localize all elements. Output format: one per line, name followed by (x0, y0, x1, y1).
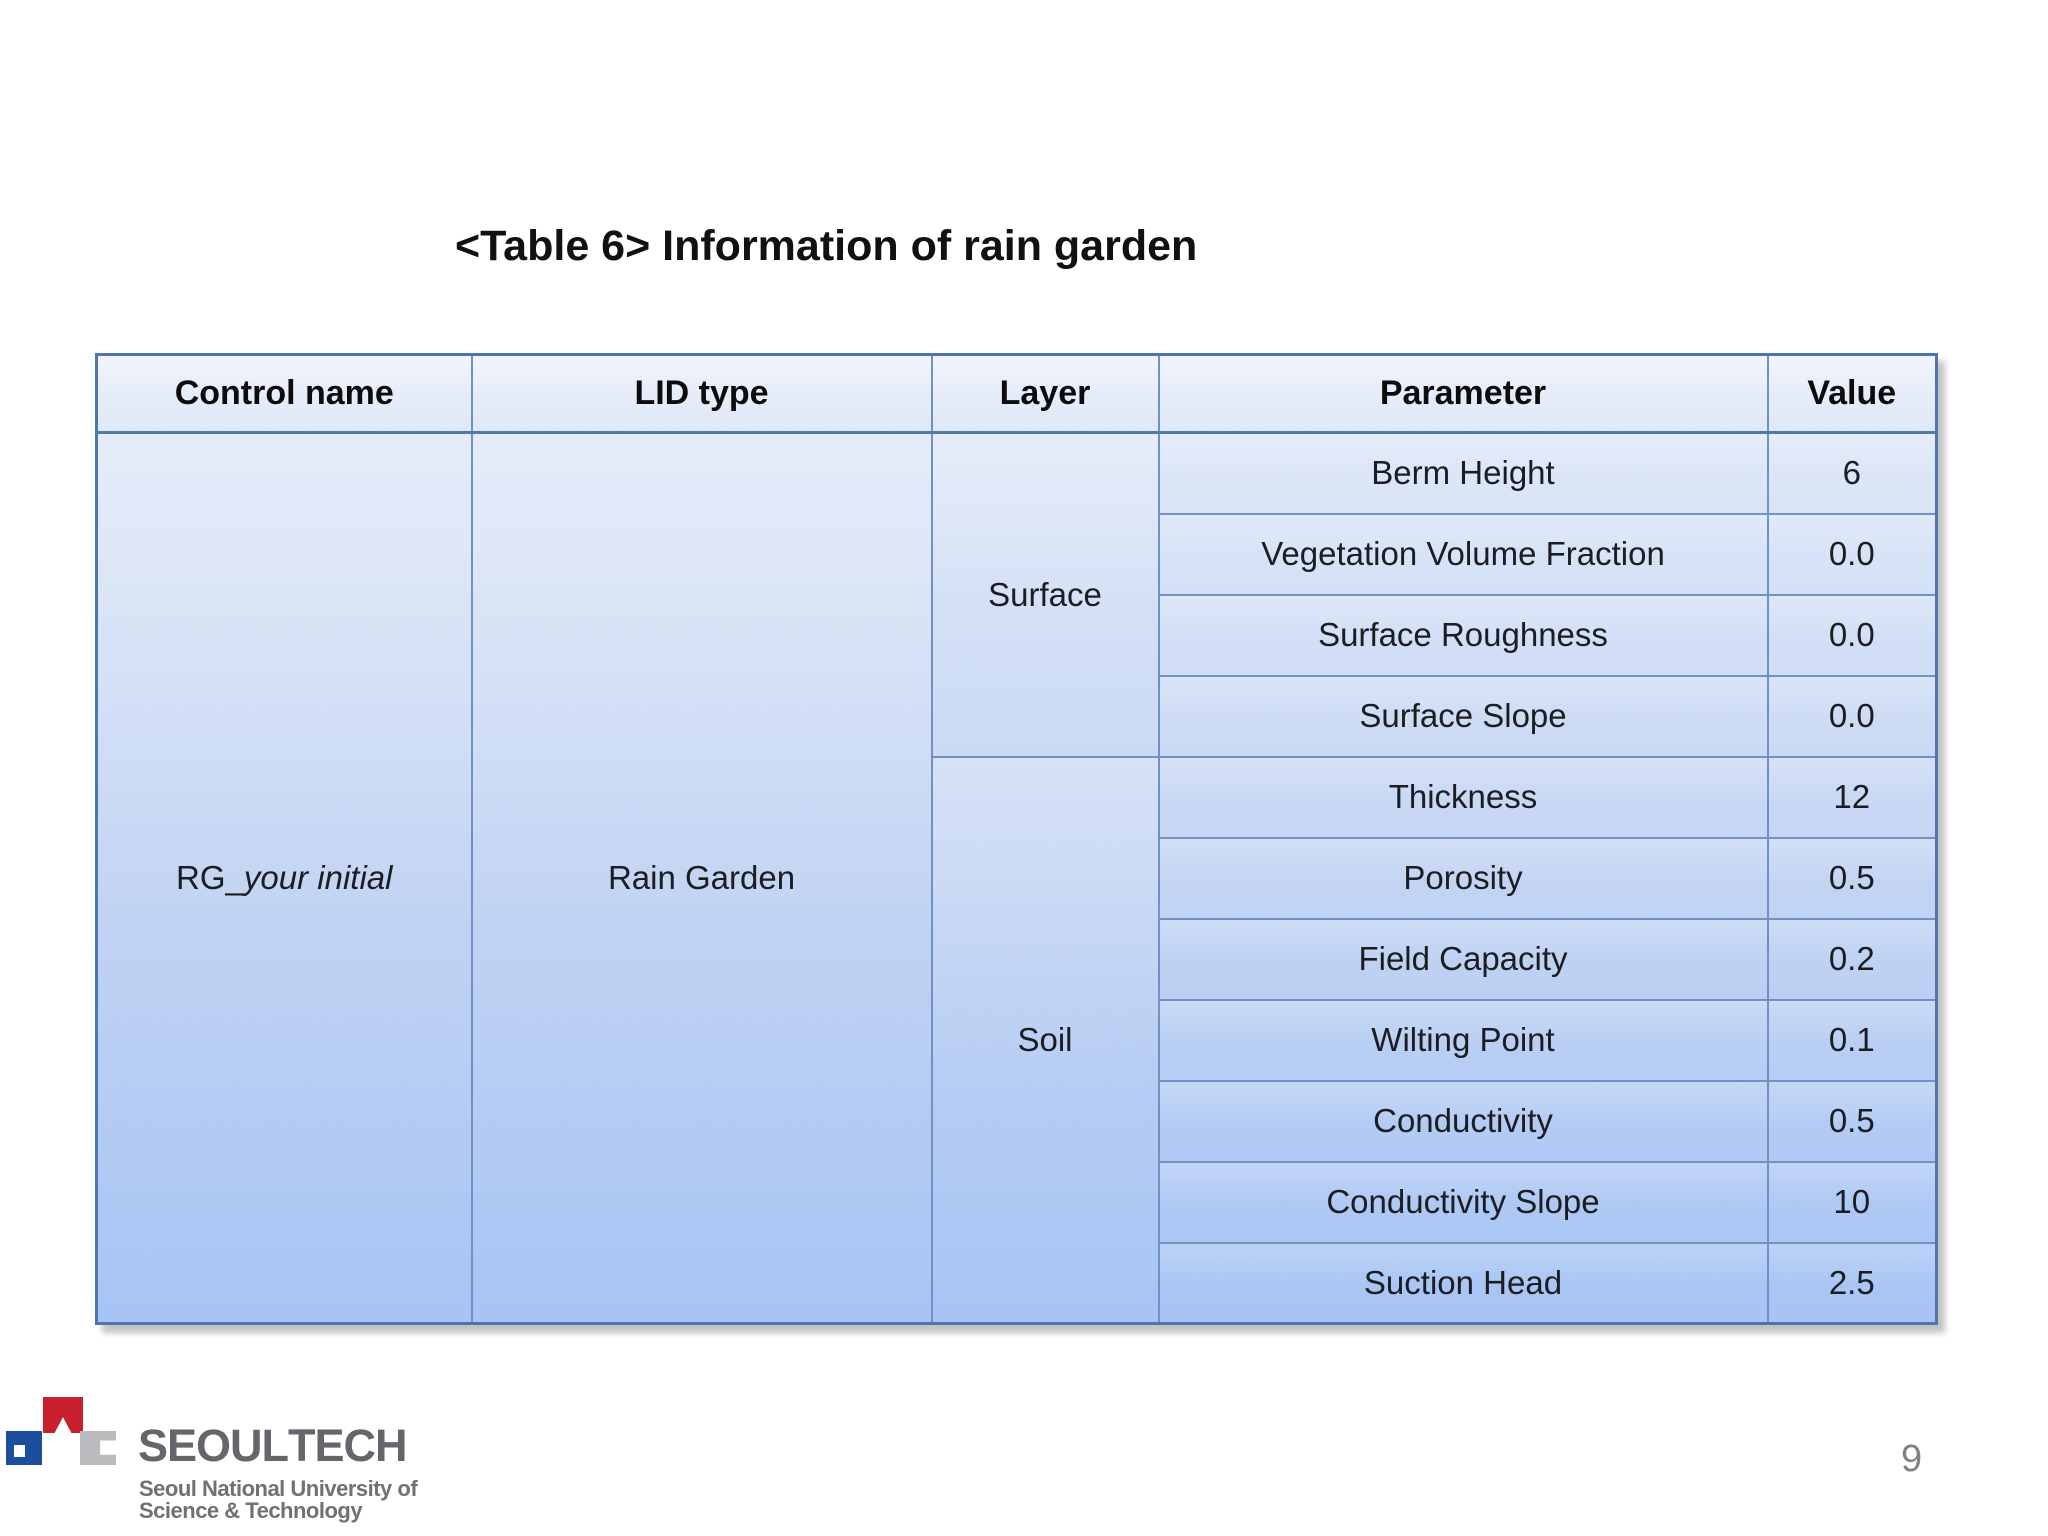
logo-blue-square-icon (6, 1431, 42, 1465)
column-header-control-name: Control name (95, 353, 473, 434)
logo-subtitle: Seoul National University of Science & T… (139, 1476, 418, 1523)
column-header-layer: Layer (930, 353, 1160, 434)
column-header-parameter: Parameter (1157, 353, 1769, 434)
table-row: Surface Slope 0.0 (97, 674, 1938, 758)
cell-parameter: Conductivity (1157, 1079, 1769, 1163)
cell-parameter: Surface Slope (1157, 674, 1769, 758)
table-row: RG_your initial Rain Garden Surface Berm… (95, 431, 1938, 1325)
table-row: Field Capacity 0.2 (97, 917, 1938, 1001)
table-header-row: Control name LID type Layer Parameter Va… (95, 353, 1938, 434)
cell-parameter: Surface Roughness (1157, 593, 1769, 677)
logo-wordmark-seoul: SEOUL (138, 1420, 289, 1471)
cell-value: 12 (1766, 755, 1938, 839)
logo-gray-bracket-icon (80, 1431, 116, 1465)
table-row: Wilting Point 0.1 (97, 998, 1938, 1082)
cell-value: 0.1 (1766, 998, 1938, 1082)
logo-red-ribbon-icon (43, 1397, 83, 1433)
cell-value: 0.2 (1766, 917, 1938, 1001)
cell-value: 0.0 (1766, 593, 1938, 677)
cell-lid-type: Rain Garden (470, 431, 933, 1325)
table-row: Conductivity Slope 10 (97, 1160, 1938, 1244)
cell-value: 0.0 (1766, 512, 1938, 596)
cell-value: 6 (1766, 431, 1938, 515)
cell-parameter: Conductivity Slope (1157, 1160, 1769, 1244)
table-row: Surface Roughness 0.0 (97, 593, 1938, 677)
table-row: Porosity 0.5 (97, 836, 1938, 920)
table-row: Vegetation Volume Fraction 0.0 (97, 512, 1938, 596)
table-row: Soil Thickness 12 (97, 755, 1938, 1325)
cell-value: 0.5 (1766, 1079, 1938, 1163)
cell-parameter: Wilting Point (1157, 998, 1769, 1082)
cell-value: 2.5 (1766, 1241, 1938, 1325)
cell-value: 0.0 (1766, 674, 1938, 758)
rain-garden-table: Control name LID type Layer Parameter Va… (95, 353, 1938, 1325)
page-title: <Table 6> Information of rain garden (455, 222, 1198, 270)
cell-parameter: Porosity (1157, 836, 1769, 920)
logo-wordmark: SEOULTECH (138, 1423, 408, 1468)
seoultech-logo: SEOULTECH Seoul National University of S… (0, 1390, 460, 1536)
table-row: Conductivity 0.5 (97, 1079, 1938, 1163)
logo-subtitle-line1: Seoul National University of (139, 1476, 418, 1501)
cell-parameter: Berm Height (1157, 431, 1769, 515)
cell-control-name: RG_your initial (95, 431, 473, 1325)
cell-value: 0.5 (1766, 836, 1938, 920)
column-header-lid-type: LID type (470, 353, 933, 434)
logo-blue-notch (13, 1444, 25, 1457)
page-number: 9 (1901, 1438, 1923, 1480)
cell-value: 10 (1766, 1160, 1938, 1244)
cell-parameter: Vegetation Volume Fraction (1157, 512, 1769, 596)
logo-wordmark-tech: TECH (288, 1420, 407, 1471)
cell-layer-soil: Soil (930, 755, 1160, 1325)
cell-layer-surface: Surface (930, 431, 1160, 758)
logo-subtitle-line2: Science & Technology (139, 1498, 363, 1523)
table-row: Suction Head 2.5 (97, 1241, 1938, 1325)
column-header-value: Value (1766, 353, 1938, 434)
control-name-prefix: RG_ (176, 859, 244, 896)
cell-parameter: Field Capacity (1157, 917, 1769, 1001)
cell-parameter: Thickness (1157, 755, 1769, 839)
cell-parameter: Suction Head (1157, 1241, 1769, 1325)
control-name-placeholder: your initial (243, 859, 393, 896)
